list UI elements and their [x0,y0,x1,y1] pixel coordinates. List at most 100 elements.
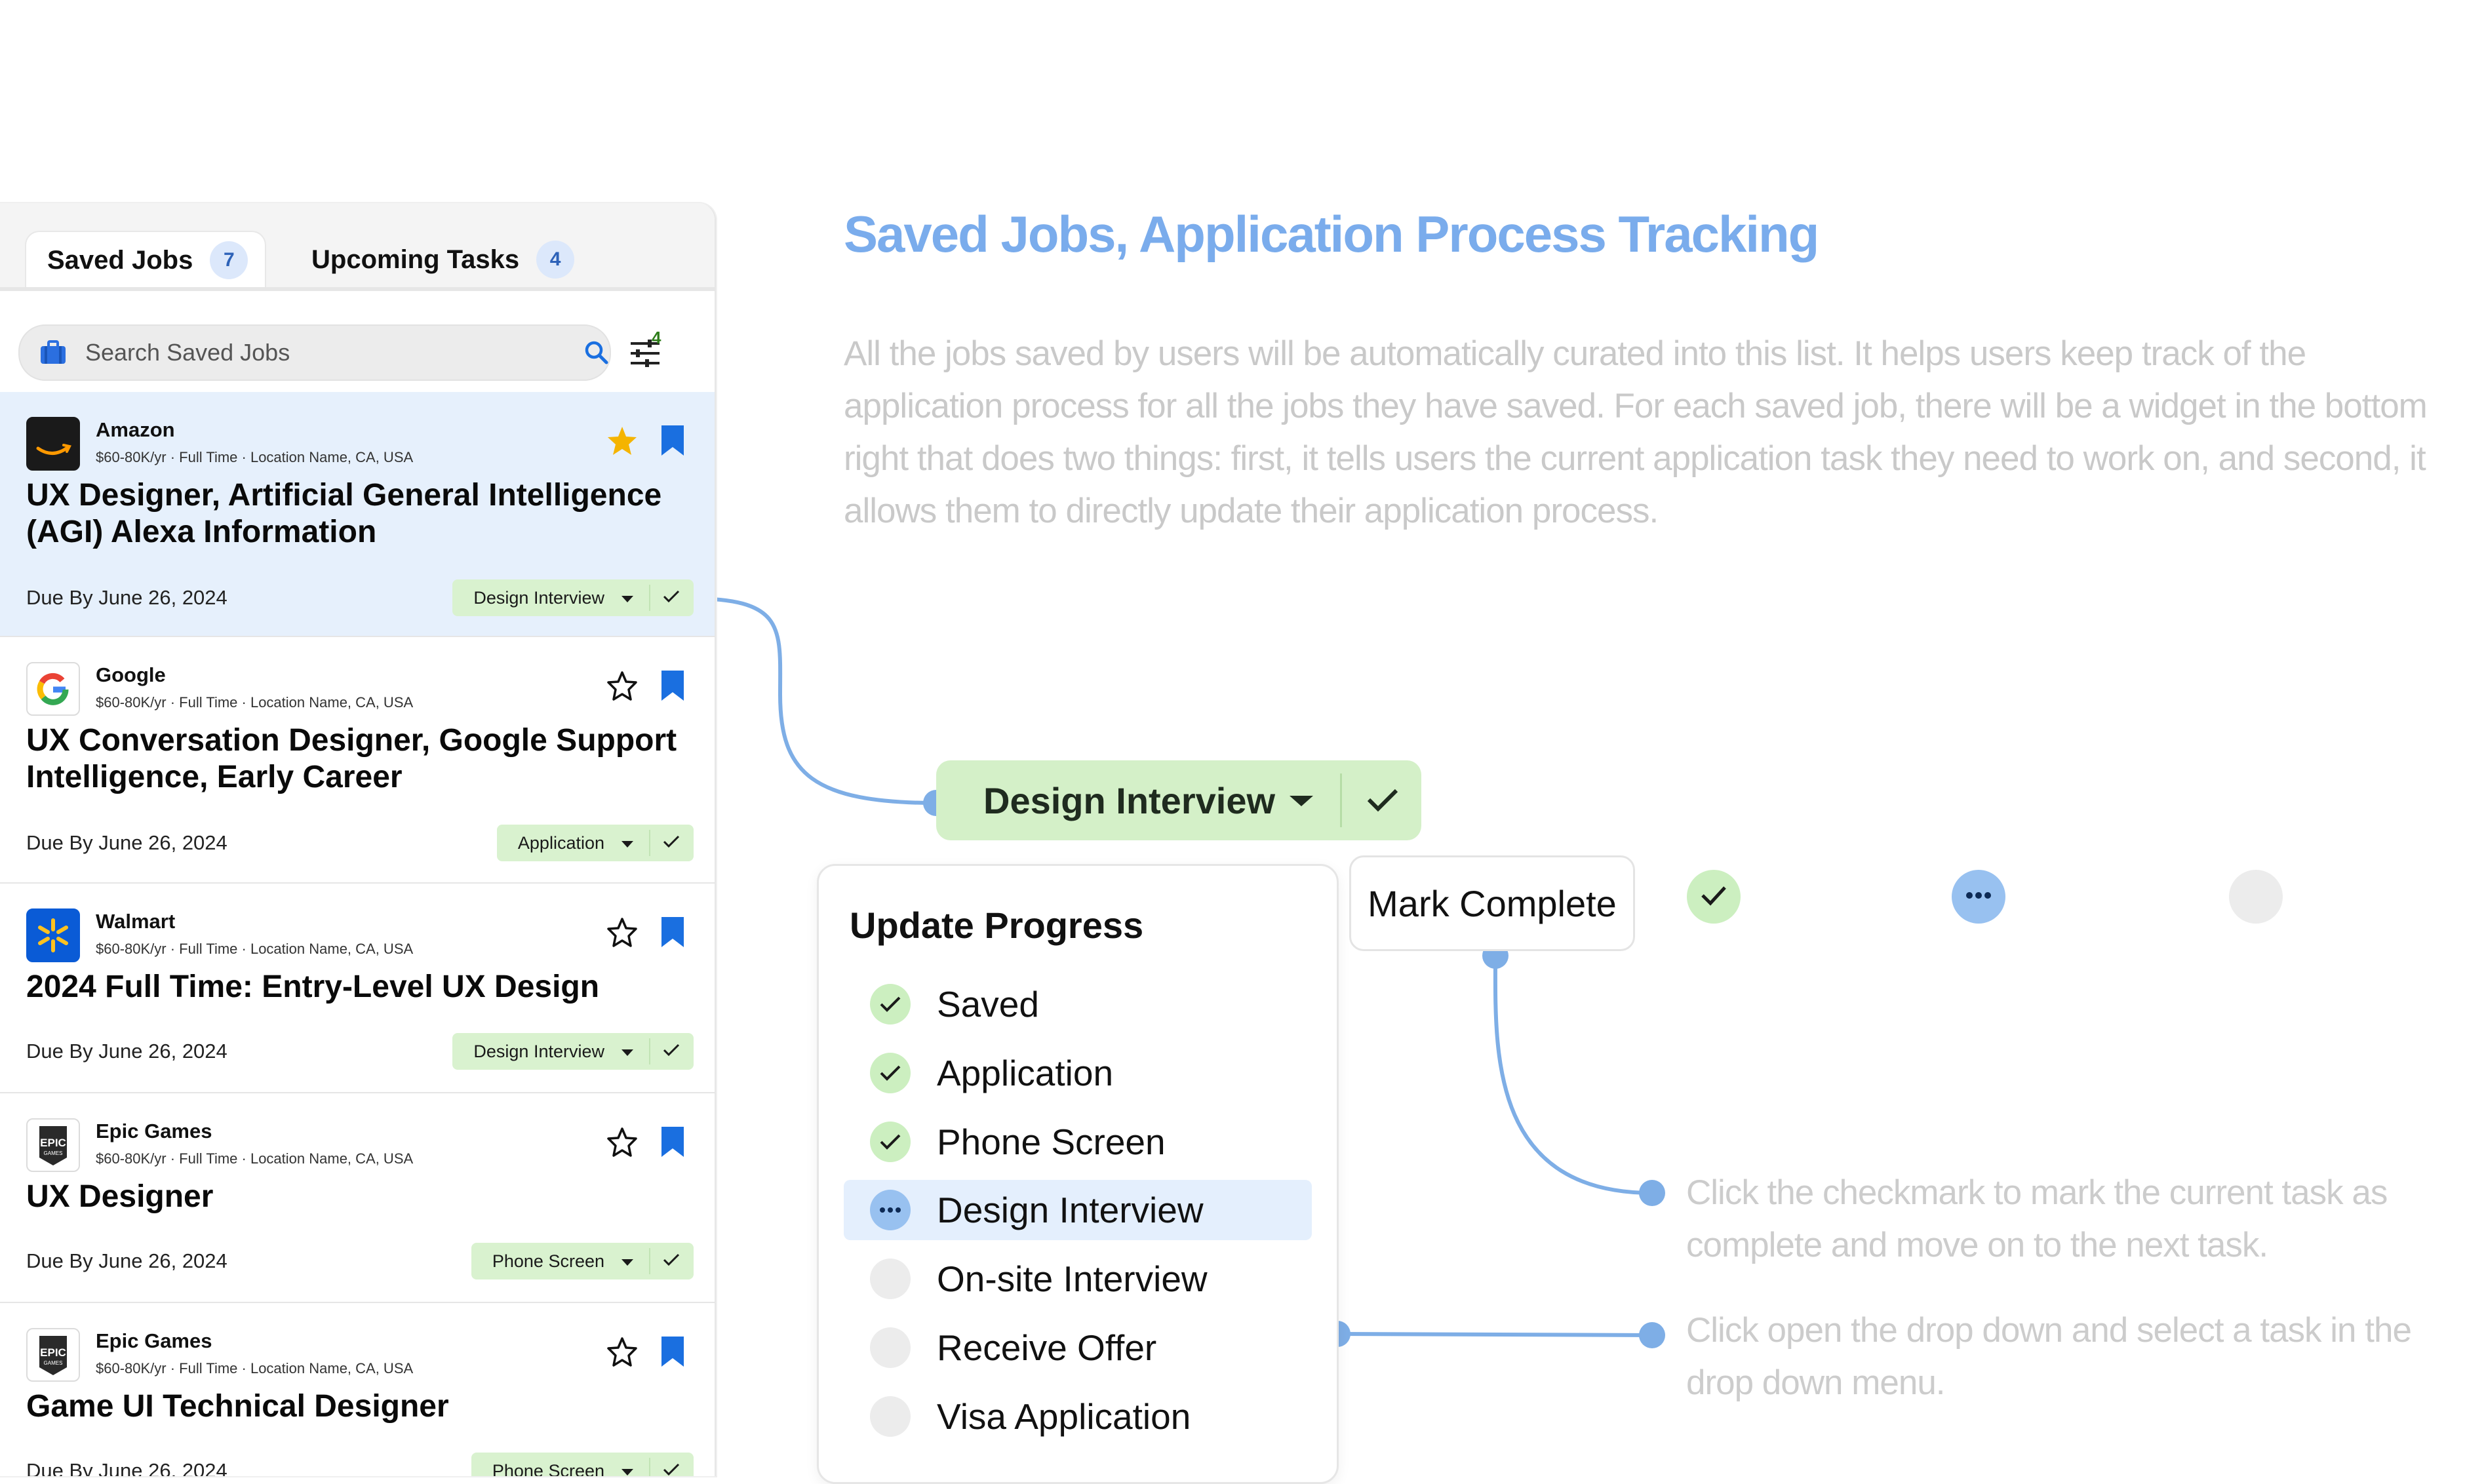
bookmark-icon[interactable] [660,915,686,952]
checkmark-icon[interactable] [650,1042,694,1062]
job-meta: $60-80K/yr · Full Time · Location Name, … [96,1150,414,1167]
menu-item-on-site-interview[interactable]: On-site Interview [844,1249,1312,1309]
walmart-logo-icon [26,908,80,962]
stage-dropdown[interactable]: Phone Screen [471,1453,694,1476]
job-title-line: UX Designer, Artificial General Intellig… [26,478,662,513]
due-date: Due By June 26, 2024 [26,831,227,854]
tab-saved-jobs[interactable]: Saved Jobs 7 [25,231,266,288]
check-circle-icon [870,984,911,1025]
divider [649,1458,650,1476]
job-card-walmart[interactable]: Walmart $60-80K/yr · Full Time · Locatio… [0,884,715,1093]
bookmark-icon[interactable] [660,669,686,706]
briefcase-icon [39,340,67,365]
current-status-dot [1952,870,2005,924]
company-name: Epic Games [96,1120,212,1142]
empty-circle-icon [870,1259,911,1299]
tab-label: Saved Jobs [47,245,193,275]
stage-widget[interactable]: Design Interview [936,760,1421,840]
stage-dropdown[interactable]: Phone Screen [471,1243,694,1279]
description-text: All the jobs saved by users will be auto… [844,334,2428,530]
due-date: Due By June 26, 2024 [26,1459,227,1476]
checkmark-icon[interactable] [1362,780,1402,823]
bookmark-icon[interactable] [660,1335,686,1372]
menu-item-label: Saved [937,984,1039,1025]
stage-dropdown[interactable]: Design Interview [452,1033,694,1070]
job-title-line: UX Designer [26,1179,214,1214]
tab-label: Upcoming Tasks [311,244,520,274]
menu-item-visa-application[interactable]: Visa Application [844,1386,1312,1447]
job-title-line: Game UI Technical Designer [26,1389,449,1424]
done-status-dot [1687,870,1741,924]
caret-down-icon [620,1042,649,1062]
menu-item-application[interactable]: Application [844,1043,1312,1103]
due-date: Due By June 26, 2024 [26,1249,227,1272]
job-title: UX Designer, Artificial General Intellig… [26,477,682,551]
menu-item-design-interview[interactable]: Design Interview [844,1180,1312,1240]
stage-label: Design Interview [473,587,604,608]
company-name: Epic Games [96,1329,212,1352]
checkmark-icon[interactable] [650,1461,694,1477]
menu-item-receive-offer[interactable]: Receive Offer [844,1318,1312,1378]
checkmark-icon[interactable] [650,833,694,853]
menu-item-label: On-site Interview [937,1259,1208,1299]
empty-circle-icon [870,1396,911,1437]
job-meta: $60-80K/yr · Full Time · Location Name, … [96,941,414,957]
job-card-amazon[interactable]: Amazon $60-80K/yr · Full Time · Location… [0,392,715,637]
hint-dropdown: Click open the drop down and select a ta… [1686,1304,2412,1409]
divider [649,830,650,856]
star-outline-icon[interactable] [606,916,639,952]
menu-item-label: Receive Offer [937,1327,1157,1368]
star-outline-icon[interactable] [606,1126,639,1162]
tab-underline [0,287,715,291]
company-name: Google [96,663,166,686]
hint-line: Click the checkmark to mark the current … [1686,1173,2388,1212]
menu-item-label: Phone Screen [937,1122,1166,1162]
svg-text:EPIC: EPIC [40,1346,66,1359]
stage-dropdown[interactable]: Application [496,825,694,861]
amazon-logo-icon [26,417,80,471]
bookmark-icon[interactable] [660,1125,686,1162]
caret-down-icon [620,1251,649,1272]
job-title-line: Intelligence, Early Career [26,760,403,794]
checkmark-icon[interactable] [650,588,694,608]
due-date: Due By June 26, 2024 [26,586,227,609]
menu-item-label: Visa Application [937,1396,1191,1437]
svg-text:GAMES: GAMES [44,1150,63,1156]
star-outline-icon[interactable] [606,670,639,706]
mark-complete-tooltip: Mark Complete [1349,855,1635,951]
search-input[interactable] [84,338,545,367]
caret-down-icon [620,1461,649,1477]
job-card-google[interactable]: Google $60-80K/yr · Full Time · Location… [0,637,715,884]
empty-circle-icon [870,1327,911,1368]
bookmark-icon[interactable] [660,423,686,461]
filter-button[interactable]: 4 [629,328,675,374]
tab-bar: Saved Jobs 7 Upcoming Tasks 4 [0,203,715,288]
star-outline-icon[interactable] [606,1336,639,1372]
job-meta: $60-80K/yr · Full Time · Location Name, … [96,449,414,465]
job-title: Game UI Technical Designer [26,1388,682,1425]
menu-item-phone-screen[interactable]: Phone Screen [844,1112,1312,1172]
hint-checkmark: Click the checkmark to mark the current … [1686,1167,2388,1272]
tab-count-badge: 4 [536,241,575,279]
stage-dropdown[interactable]: Design Interview [452,579,694,616]
search-icon[interactable] [583,340,610,366]
stage-label: Design Interview [983,779,1276,821]
job-title-line: UX Conversation Designer, Google Support [26,723,677,758]
job-title: UX Designer [26,1179,682,1215]
menu-item-label: Design Interview [937,1190,1204,1230]
due-date: Due By June 26, 2024 [26,1040,227,1063]
star-filled-icon[interactable] [606,425,639,461]
job-title: 2024 Full Time: Entry-Level UX Design [26,969,682,1006]
divider [649,1038,650,1064]
tab-upcoming-tasks[interactable]: Upcoming Tasks 4 [311,231,575,288]
caret-down-icon[interactable] [1287,780,1316,823]
checkmark-icon[interactable] [650,1251,694,1272]
menu-item-saved[interactable]: Saved [844,974,1312,1034]
checkmark-icon [1699,882,1729,912]
stage-label: Design Interview [473,1041,604,1061]
todo-status-dot [2229,870,2283,924]
